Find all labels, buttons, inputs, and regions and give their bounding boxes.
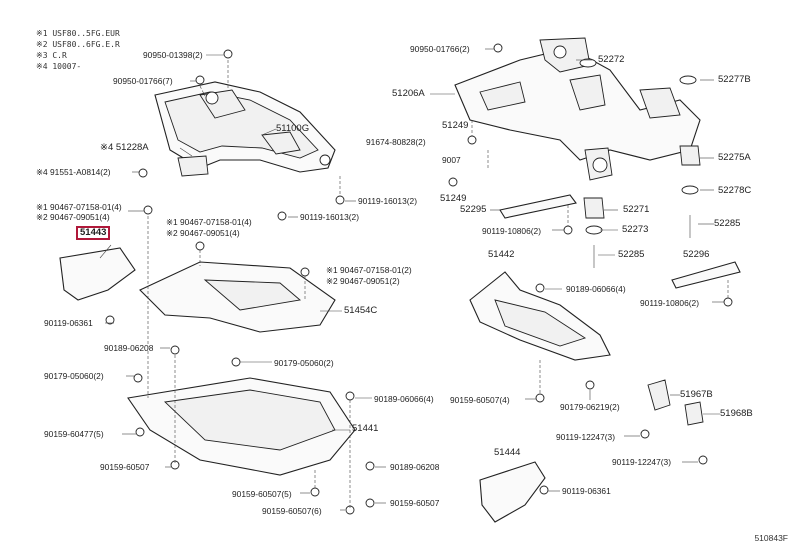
part-90159-60507-5[interactable]: 90159-60507(5) bbox=[232, 489, 292, 499]
part-9007[interactable]: 9007 bbox=[442, 155, 461, 165]
part-90159-60507-4[interactable]: 90159-60507(4) bbox=[450, 395, 510, 405]
part-90950-01766-7[interactable]: 90950-01766(7) bbox=[113, 76, 173, 86]
legend-line-2: ※2 USF80..6FG.E.R bbox=[36, 40, 120, 49]
legend-line-3: ※3 C.R bbox=[36, 51, 67, 60]
leader-lines bbox=[99, 48, 724, 511]
part-51228A[interactable]: ※4 51228A bbox=[100, 142, 149, 153]
part-90119-12247-3[interactable]: 90119-12247(3) bbox=[556, 432, 615, 442]
part-52295[interactable]: 52295 bbox=[460, 204, 487, 215]
part-52296[interactable]: 52296 bbox=[683, 249, 710, 260]
part-90159-60507-b[interactable]: 90159-60507 bbox=[390, 498, 440, 508]
part-91674-80828[interactable]: 91674-80828(2) bbox=[366, 137, 426, 147]
part-91551-A0814[interactable]: ※4 91551-A0814(2) bbox=[36, 167, 111, 177]
part-90119-10806-2a[interactable]: 90119-10806(2) bbox=[482, 226, 541, 236]
legend: ※1 USF80..5FG.EUR ※2 USF80..6FG.E.R ※3 C… bbox=[36, 28, 120, 72]
part-51206A[interactable]: 51206A bbox=[392, 88, 425, 99]
part-52273[interactable]: 52273 bbox=[622, 224, 649, 235]
part-90467-07158-01-2[interactable]: ※1 90467-07158-01(2) bbox=[326, 265, 412, 275]
part-90950-01398[interactable]: 90950-01398(2) bbox=[143, 50, 203, 60]
part-90467-09051-2[interactable]: ※2 90467-09051(2) bbox=[326, 276, 400, 286]
part-51968B[interactable]: 51968B bbox=[720, 408, 753, 419]
part-51444[interactable]: 51444 bbox=[494, 447, 521, 458]
front-crossmember-51100G bbox=[154, 81, 336, 177]
part-52275A[interactable]: 52275A bbox=[718, 152, 751, 163]
part-51249-b[interactable]: 51249 bbox=[440, 193, 467, 204]
part-90950-01766-2[interactable]: 90950-01766(2) bbox=[410, 44, 470, 54]
clip-51968B bbox=[684, 401, 704, 426]
part-51442[interactable]: 51442 bbox=[488, 249, 515, 260]
part-90119-06361-a[interactable]: 90119-06361 bbox=[44, 318, 93, 328]
part-90467-07158-01-4[interactable]: ※1 90467-07158-01(4) bbox=[36, 202, 122, 212]
part-90119-16013-a[interactable]: 90119-16013(2) bbox=[358, 196, 417, 206]
part-52271[interactable]: 52271 bbox=[623, 204, 650, 215]
part-90119-10806-2b[interactable]: 90119-10806(2) bbox=[640, 298, 699, 308]
part-90159-60507-6[interactable]: 90159-60507(6) bbox=[262, 506, 322, 516]
figure-id: 510843F bbox=[754, 533, 788, 543]
bushings-column bbox=[579, 58, 701, 268]
part-90467-07158-01-4b[interactable]: ※1 90467-07158-01(4) bbox=[166, 217, 252, 227]
part-51967B[interactable]: 51967B bbox=[680, 389, 713, 400]
part-51100G[interactable]: 51100G bbox=[276, 123, 310, 134]
part-90467-09051-4[interactable]: ※2 90467-09051(4) bbox=[36, 212, 110, 222]
legend-line-1: ※1 USF80..5FG.EUR bbox=[36, 29, 120, 38]
part-51454C[interactable]: 51454C bbox=[344, 305, 378, 316]
arm-52295 bbox=[499, 194, 577, 219]
part-90179-05060-2b[interactable]: 90179-05060(2) bbox=[44, 371, 104, 381]
legend-line-4: ※4 10007- bbox=[36, 62, 82, 71]
part-90189-06208-a[interactable]: 90189-06208 bbox=[104, 343, 154, 353]
part-52285-b[interactable]: 52285 bbox=[618, 249, 645, 260]
part-90159-60477[interactable]: 90159-60477(5) bbox=[44, 429, 104, 439]
part-90119-12247-3b[interactable]: 90119-12247(3) bbox=[612, 457, 671, 467]
part-52285-a[interactable]: 52285 bbox=[714, 218, 741, 229]
part-90189-06208-b[interactable]: 90189-06208 bbox=[390, 462, 440, 472]
part-90159-60507[interactable]: 90159-60507 bbox=[100, 462, 150, 472]
part-52278C[interactable]: 52278C bbox=[718, 185, 752, 196]
part-90189-06066-4b[interactable]: 90189-06066(4) bbox=[566, 284, 626, 294]
part-51441[interactable]: 51441 bbox=[352, 423, 379, 434]
part-90467-09051-4b[interactable]: ※2 90467-09051(4) bbox=[166, 228, 240, 238]
rear-crossmember-51206A bbox=[454, 37, 701, 181]
part-52272[interactable]: 52272 bbox=[598, 54, 625, 65]
cover-51444 bbox=[479, 461, 546, 523]
part-90179-06219[interactable]: 90179-06219(2) bbox=[560, 402, 620, 412]
part-90179-05060-2[interactable]: 90179-05060(2) bbox=[274, 358, 334, 368]
part-52277B[interactable]: 52277B bbox=[718, 74, 751, 85]
side-cover-51443 bbox=[59, 247, 136, 301]
part-51443-highlighted[interactable]: 51443 bbox=[76, 226, 111, 240]
part-90189-06066-4a[interactable]: 90189-06066(4) bbox=[374, 394, 434, 404]
clip-51967B bbox=[647, 379, 671, 411]
part-51249-a[interactable]: 51249 bbox=[442, 120, 469, 131]
arm-52296 bbox=[671, 261, 741, 289]
assembly-dashed-lines bbox=[147, 60, 729, 510]
part-90119-06361-b[interactable]: 90119-06361 bbox=[562, 486, 611, 496]
part-90119-16013-b[interactable]: 90119-16013(2) bbox=[300, 212, 359, 222]
